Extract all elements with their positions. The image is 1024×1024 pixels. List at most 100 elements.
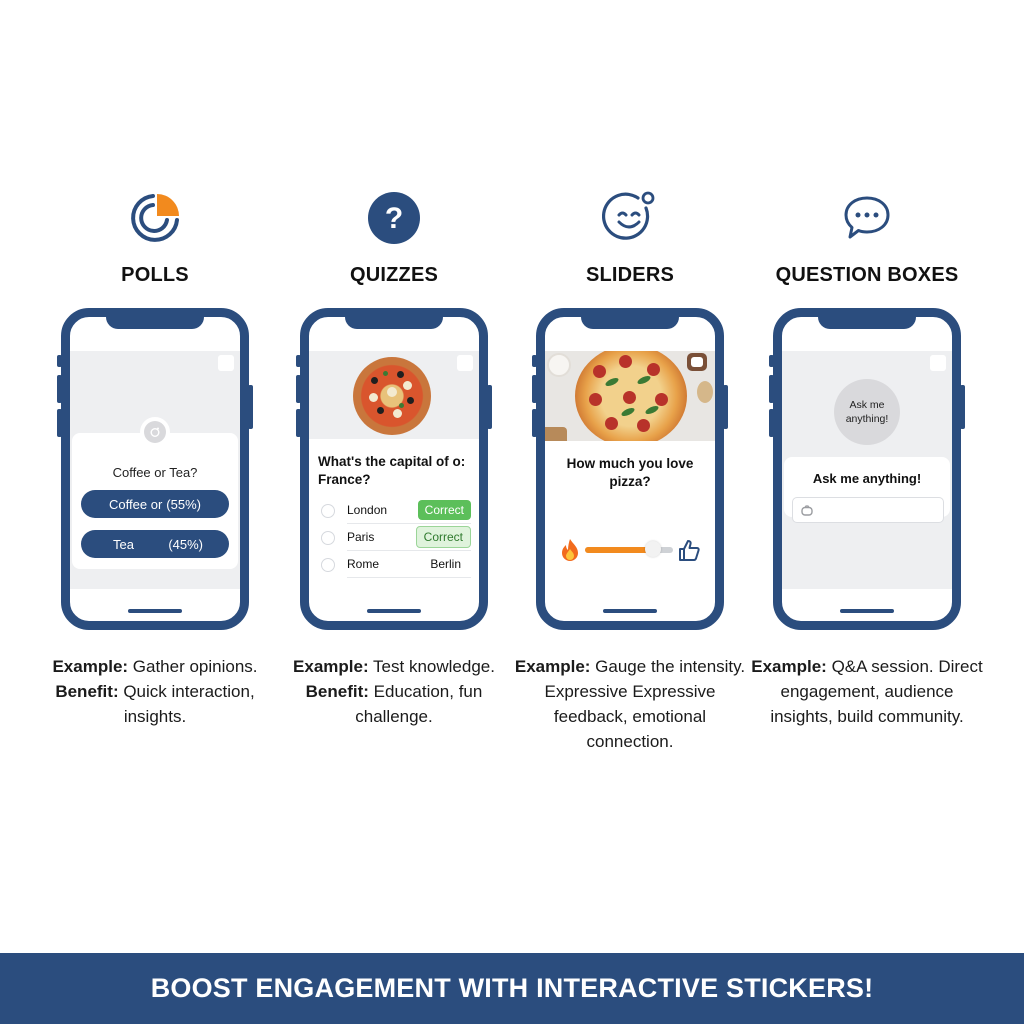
phone-side-button	[532, 375, 537, 403]
phone-screen: Ask me anything! Ask me anything!	[782, 351, 952, 589]
quiz-option-label: Rome	[347, 557, 380, 571]
fire-icon	[559, 538, 581, 562]
phone-home-bar	[128, 609, 182, 613]
phone-home-bar	[603, 609, 657, 613]
screen-corner-box	[930, 355, 946, 371]
quiz-option-label: London	[347, 503, 388, 517]
correct-badge: Correct	[417, 500, 471, 520]
radio-button[interactable]	[321, 530, 335, 545]
poll-badge	[140, 417, 170, 447]
poll-option-coffee[interactable]: Coffee or (55%)	[81, 490, 229, 518]
pizza-image	[353, 357, 431, 435]
feature-quizzes: ? QUIZZES	[276, 190, 512, 729]
slider-question: How much you love pizza?	[566, 456, 694, 489]
feature-description: Example: Gauge the intensity. Expressive…	[512, 654, 748, 754]
example-text: Q&A session. Direct engagement, audience…	[770, 657, 983, 726]
correct-badge: Correct	[415, 526, 471, 548]
camera-icon	[801, 504, 813, 516]
quiz-option-rome[interactable]: Rome Berlin	[321, 551, 471, 578]
feature-title: POLLS	[121, 264, 189, 286]
poll-question: Coffee or Tea?	[112, 465, 198, 480]
example-text: Gauge the intensity. Expressive Expressi…	[544, 657, 746, 751]
phone-home-bar	[367, 609, 421, 613]
footer-banner: BOOST ENGAGEMENT WITH INTERACTIVE STICKE…	[0, 953, 1024, 1024]
quiz-option-london[interactable]: London Correct	[321, 497, 471, 524]
phone-side-button	[296, 355, 301, 367]
radio-button[interactable]	[321, 557, 335, 572]
phone-notch	[818, 315, 916, 329]
feature-polls: POLLS Coffee or Tea? Coffee or (55%)	[37, 190, 273, 729]
quiz-question: What's the capital of o: France?	[318, 454, 466, 487]
slider-thumb[interactable]	[644, 541, 661, 557]
phone-side-button	[296, 409, 301, 437]
emoji-slider[interactable]	[559, 537, 701, 563]
thumbs-up-icon	[677, 538, 701, 562]
speech-bubble-icon	[839, 190, 895, 246]
pizza-photo	[545, 351, 715, 441]
phone-home-bar	[840, 609, 894, 613]
phone-side-button	[532, 409, 537, 437]
quiz-option-paris[interactable]: Paris Correct	[321, 524, 471, 551]
phone-side-button	[57, 355, 62, 367]
example-text: Test knowledge.	[368, 657, 495, 676]
quiz-option-alt: Berlin	[430, 557, 461, 571]
feature-description: Example: Test knowledge. Benefit: Educat…	[276, 654, 512, 729]
phone-side-button	[57, 375, 62, 403]
phone-notch	[345, 315, 443, 329]
poll-option-percent: (55%)	[166, 496, 201, 512]
feature-title: QUESTION BOXES	[775, 264, 959, 286]
phone-side-button	[960, 385, 965, 429]
question-box-title: Ask me anything!	[812, 471, 922, 486]
feature-title: QUIZZES	[349, 264, 439, 286]
benefit-text: Quick interaction, insights.	[118, 682, 255, 726]
example-label: Example:	[514, 657, 591, 676]
question-box-sticker: Ask me anything!	[784, 457, 950, 523]
feature-sliders: SLIDERS	[512, 190, 748, 754]
phone-mockup: Coffee or Tea? Coffee or (55%) Tea (45%)	[57, 308, 253, 630]
screen-corner-box	[218, 355, 234, 371]
phone-screen: Coffee or Tea? Coffee or (55%) Tea (45%)	[70, 351, 240, 589]
phone-mockup: Ask me anything! Ask me anything!	[769, 308, 965, 630]
example-label: Example:	[293, 657, 369, 676]
benefit-label: Benefit:	[305, 682, 369, 701]
question-input[interactable]	[792, 497, 944, 523]
phone-side-button	[248, 385, 253, 429]
radio-button[interactable]	[321, 503, 335, 518]
smiley-face-icon	[602, 190, 658, 246]
phone-side-button	[723, 385, 728, 429]
phone-side-button	[532, 355, 537, 367]
poll-option-tea[interactable]: Tea (45%)	[81, 530, 229, 558]
profile-bubble: Ask me anything!	[834, 379, 900, 445]
phone-side-button	[769, 409, 774, 437]
pie-chart-icon	[127, 190, 183, 246]
example-label: Example:	[751, 657, 827, 676]
svg-text:?: ?	[385, 202, 403, 235]
phone-side-button	[487, 385, 492, 429]
phone-side-button	[769, 355, 774, 367]
phone-mockup: What's the capital of o: France? London …	[296, 308, 492, 630]
question-circle-icon: ?	[366, 190, 422, 246]
feature-description: Example: Gather opinions. Benefit: Quick…	[37, 654, 273, 729]
poll-option-percent: (45%)	[168, 536, 203, 552]
example-text: Gather opinions.	[128, 657, 258, 676]
feature-title: SLIDERS	[585, 264, 675, 286]
camera-icon	[144, 421, 166, 443]
footer-headline: BOOST ENGAGEMENT WITH INTERACTIVE STICKE…	[150, 973, 874, 1003]
slider-track[interactable]	[585, 541, 673, 557]
phone-screen: How much you love pizza?	[545, 351, 715, 589]
poll-option-label: Coffee or	[109, 496, 163, 512]
phone-side-button	[57, 409, 62, 437]
quiz-options: London Correct Paris Correct Rome Berl	[321, 497, 471, 578]
feature-question-boxes: QUESTION BOXES Ask me anything! Ask me a…	[749, 190, 985, 729]
poll-sticker: Coffee or Tea? Coffee or (55%) Tea (45%)	[72, 417, 238, 569]
poll-option-label: Tea	[113, 536, 134, 552]
example-label: Example:	[52, 657, 129, 676]
phone-side-button	[296, 375, 301, 403]
phone-mockup: How much you love pizza?	[532, 308, 728, 630]
benefit-text: Education, fun challenge.	[355, 682, 483, 726]
feature-description: Example: Q&A session. Direct engagement,…	[749, 654, 985, 729]
phone-notch	[106, 315, 204, 329]
phone-notch	[581, 315, 679, 329]
phone-side-button	[769, 375, 774, 403]
quiz-image-area	[309, 351, 479, 439]
